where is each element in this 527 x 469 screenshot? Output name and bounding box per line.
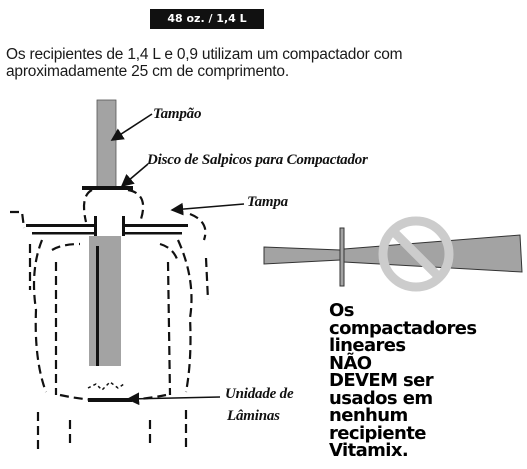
capacity-badge: 48 oz. / 1,4 L — [150, 9, 264, 29]
tamper-handle — [96, 99, 117, 189]
container-outline — [10, 188, 210, 450]
lid — [26, 216, 188, 236]
warning-text: Os compactadores lineares NÃO DEVEM ser … — [329, 300, 477, 461]
splash-disc — [82, 186, 133, 190]
no-symbol-icon — [378, 216, 454, 292]
label-arrows — [110, 113, 245, 406]
label-unidade-line2: Lâminas — [227, 408, 280, 424]
label-tampa: Tampa — [247, 194, 288, 210]
tamper-shaft — [89, 236, 121, 366]
label-tampao: Tampão — [153, 106, 202, 122]
blade-assembly — [87, 381, 132, 402]
intro-text: Os recipientes de 1,4 L e 0,9 utilizam u… — [6, 46, 403, 80]
label-unidade-line1: Unidade de — [225, 386, 294, 402]
label-disco: Disco de Salpicos para Compactador — [147, 152, 368, 168]
tamper-shaft-line — [96, 246, 99, 366]
